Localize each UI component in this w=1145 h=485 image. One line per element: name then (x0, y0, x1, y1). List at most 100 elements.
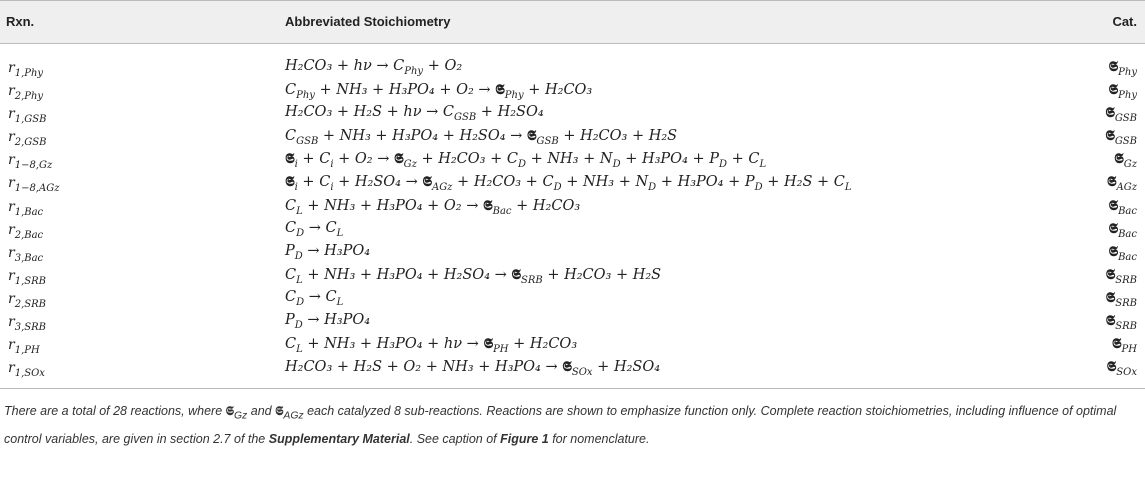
formula-subscript: Phy (296, 89, 315, 101)
stoichiometry: H₂CO₃ + hν → CPhy + O₂ (285, 58, 463, 77)
stoichiometry: CD → CL (285, 219, 344, 239)
formula-term: C (285, 288, 297, 305)
catalyst: 𝕾PH (1112, 335, 1137, 355)
catalyst-subscript: Gz (1123, 159, 1137, 171)
reaction-id-subscript: 2,Bac (14, 229, 44, 241)
formula-subscript: D (719, 159, 728, 171)
catalyst: 𝕾Phy (1109, 58, 1137, 78)
formula-term: C (285, 336, 297, 353)
stoichiometry: 𝕾i + Ci + H₂SO₄ → 𝕾AGz + H₂CO₃ + CD + NH… (285, 173, 852, 194)
table-header: Rxn. Abbreviated Stoichiometry Cat. (0, 0, 1145, 44)
formula-subscript: i (330, 159, 334, 171)
formula-subscript: L (296, 344, 303, 356)
stoichiometry: CPhy + NH₃ + H₃PO₄ + O₂ → 𝕾Phy + H₂CO₃ (285, 81, 593, 101)
formula-subscript: Bac (492, 205, 512, 217)
formula-term: 𝕾 (285, 173, 295, 191)
caption-text-3: each catalyzed 8 sub-reactions. Reaction… (4, 404, 1117, 446)
figure-1-link[interactable]: Figure 1 (500, 431, 549, 446)
catalyst-symbol: 𝕾 (1111, 335, 1122, 353)
formula-subscript: AGz (431, 182, 453, 194)
formula-term: C (442, 104, 455, 121)
formula-term: C (285, 219, 297, 236)
catalyst: 𝕾Phy (1109, 81, 1137, 101)
formula-subscript: i (294, 182, 298, 194)
formula-subscript: L (336, 227, 344, 239)
formula-term: C (285, 82, 297, 99)
catalyst-subscript: AGz (1116, 182, 1137, 194)
catalyst: 𝕾SRB (1106, 266, 1137, 286)
table-row: r2,Phy CPhy + NH₃ + H₃PO₄ + O₂ → 𝕾Phy + H… (0, 79, 1145, 102)
formula-term: 𝕾 (482, 196, 493, 214)
formula-subscript: D (294, 319, 303, 331)
formula-term: P (285, 312, 295, 329)
reaction-id: r1−8,AGz (8, 175, 60, 195)
catalyst-subscript: GSB (1114, 136, 1137, 148)
reaction-id-subscript: 3,Bac (14, 252, 44, 264)
formula-term: N (599, 151, 613, 168)
reaction-id: r2,Phy (8, 83, 44, 102)
formula-term: 𝕾 (562, 358, 572, 376)
formula-term: 𝕾 (285, 150, 295, 168)
catalyst-subscript: Bac (1118, 228, 1137, 240)
catalyst: 𝕾SRB (1106, 312, 1137, 332)
stoichiometry: H₂CO₃ + H₂S + O₂ + NH₃ + H₃PO₄ → 𝕾SOx + … (285, 358, 661, 379)
header-stoichiometry: Abbreviated Stoichiometry (285, 14, 451, 29)
formula-subscript: Phy (504, 89, 524, 101)
formula-term: C (285, 197, 297, 214)
formula-subscript: L (296, 205, 303, 217)
catalyst: 𝕾AGz (1107, 173, 1137, 193)
catalyst: 𝕾Gz (1114, 150, 1137, 170)
formula-term: C (542, 174, 554, 191)
caption-gz: Gz (233, 410, 248, 422)
formula-term: C (319, 151, 331, 168)
catalyst-symbol: 𝕾 (1114, 150, 1124, 168)
reaction-id: r2,GSB (8, 129, 47, 149)
stoichiometry: CL + NH₃ + H₃PO₄ + hν → 𝕾PH + H₂CO₃ (285, 335, 578, 356)
formula-term: C (748, 151, 760, 168)
formula-subscript: D (296, 227, 305, 239)
formula-subscript: GSB (454, 112, 477, 124)
formula-term: 𝕾 (422, 173, 432, 191)
reaction-id-subscript: 3,SRB (14, 321, 46, 333)
formula-subscript: D (553, 182, 562, 194)
reaction-id: r2,SRB (8, 290, 46, 310)
catalyst-symbol: 𝕾 (1108, 196, 1119, 214)
formula-subscript: D (612, 159, 621, 171)
stoichiometry: CD → CL (285, 288, 344, 308)
reaction-id-subscript: 1,Phy (14, 67, 44, 79)
formula-subscript: D (648, 182, 657, 194)
formula-subscript: GSB (536, 136, 559, 148)
formula-subscript: i (330, 182, 334, 194)
formula-term: C (325, 288, 337, 305)
catalyst-symbol: 𝕾 (225, 403, 234, 418)
catalyst-symbol: 𝕾 (275, 403, 284, 418)
reaction-id-subscript: 1,SRB (14, 275, 46, 287)
formula-subscript: L (336, 296, 344, 308)
formula-term: C (833, 174, 845, 191)
stoichiometry: CL + NH₃ + H₃PO₄ + H₂SO₄ → 𝕾SRB + H₂CO₃ … (285, 265, 662, 286)
catalyst: 𝕾Bac (1108, 197, 1137, 217)
stoichiometry: PD → H₃PO₄ (285, 312, 371, 331)
supplementary-material-link[interactable]: Supplementary Material (268, 431, 410, 446)
reaction-id: r1,Phy (8, 60, 44, 79)
formula-term: C (506, 151, 518, 168)
catalyst-subscript: Phy (1118, 66, 1137, 78)
reaction-table: Rxn. Abbreviated Stoichiometry Cat. r1,P… (0, 0, 1145, 379)
formula-subscript: L (759, 159, 767, 171)
formula-subscript: i (294, 159, 298, 171)
catalyst-symbol: 𝕾 (1106, 173, 1117, 191)
reaction-id-subscript: 1,GSB (14, 113, 47, 125)
reaction-id-subscript: 2,Phy (14, 90, 44, 102)
caption-text-1: There are a total of 28 reactions, where (4, 404, 226, 418)
table-caption: There are a total of 28 reactions, where… (4, 400, 1140, 450)
table-row: r1,Phy H₂CO₃ + hν → CPhy + O₂ 𝕾Phy (0, 56, 1145, 79)
table-row: r1−8,AGz 𝕾i + Ci + H₂SO₄ → 𝕾AGz + H₂CO₃ +… (0, 171, 1145, 194)
catalyst-subscript: PH (1121, 344, 1137, 356)
table-bottom-rule (0, 388, 1145, 389)
reaction-id: r1,PH (8, 337, 40, 356)
